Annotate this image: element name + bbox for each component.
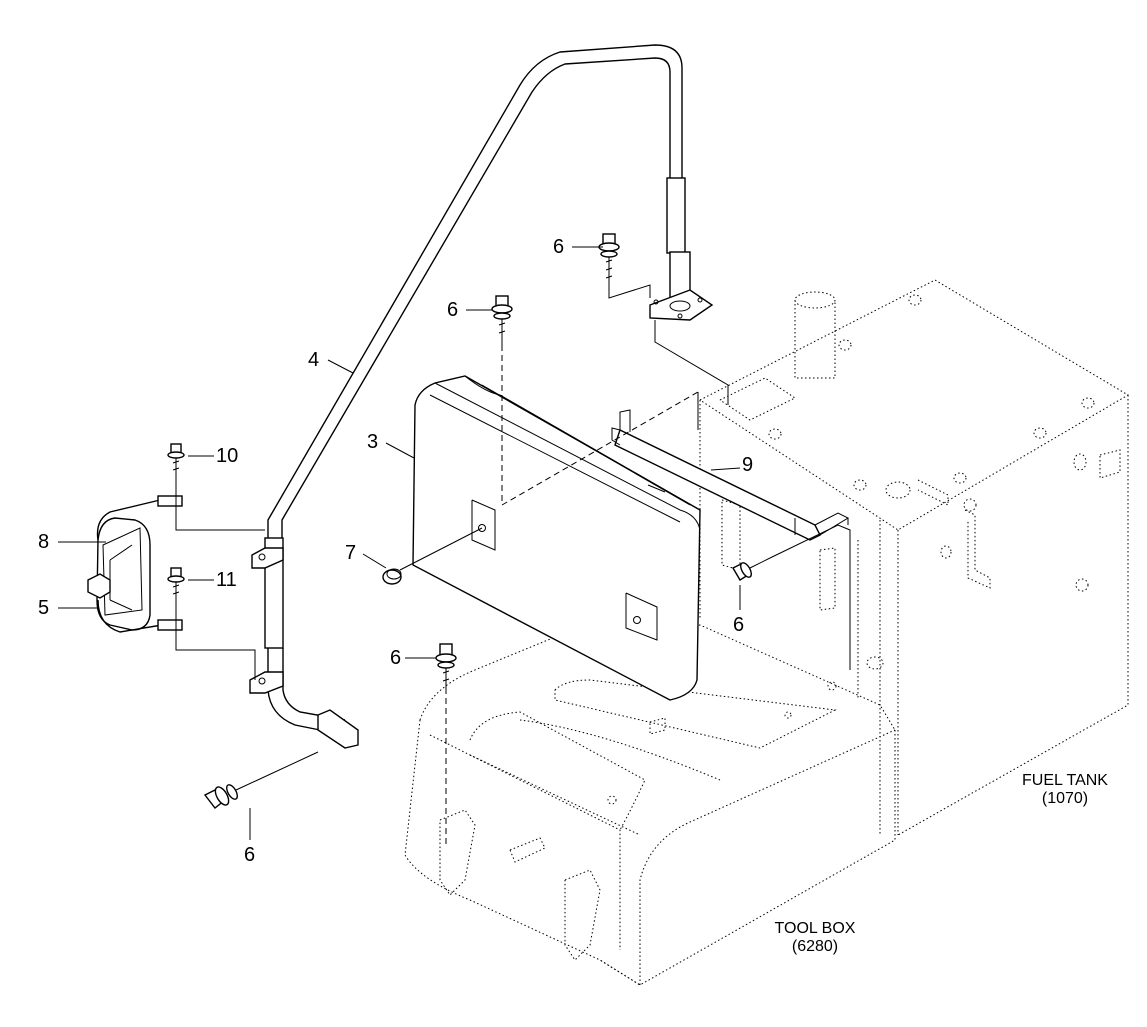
tool-box-name: TOOL BOX xyxy=(774,920,856,937)
callout-3-cover: 3 xyxy=(367,431,379,453)
fuel-tank-code: (1070) xyxy=(1041,790,1089,808)
bolt-lower-middle xyxy=(435,643,457,688)
callout-6-top-right-bolt: 6 xyxy=(553,236,565,258)
fuel-tank-name: FUEL TANK xyxy=(1022,772,1108,789)
assembly-lines xyxy=(175,284,851,845)
mounting-bracket xyxy=(611,409,850,541)
bolt-bottom-left xyxy=(203,777,263,809)
callout-11-bolt: 11 xyxy=(216,569,237,591)
tool-box-outline xyxy=(404,624,896,986)
tool-box-code: (6280) xyxy=(791,938,839,956)
mirror-assembly xyxy=(87,495,183,633)
fuel-tank-outline xyxy=(699,279,1129,836)
leader-lines xyxy=(58,246,741,840)
bolt-11 xyxy=(167,567,185,600)
plug-cap xyxy=(382,568,402,585)
tool-box-reference: TOOL BOX (6280) xyxy=(750,920,880,957)
callout-6-lower-bolt: 6 xyxy=(390,647,402,669)
bolt-10 xyxy=(167,443,185,480)
handrail xyxy=(249,44,714,749)
callout-6-right-bolt: 6 xyxy=(733,614,745,636)
callout-7-plug: 7 xyxy=(345,542,357,564)
callout-5-mirror-stay: 5 xyxy=(38,597,50,619)
side-cover-panel xyxy=(412,375,701,701)
callout-4-handrail: 4 xyxy=(308,349,320,371)
fuel-tank-reference: FUEL TANK (1070) xyxy=(990,772,1140,809)
callout-6-bottom-bolt: 6 xyxy=(244,844,256,866)
bolt-top-right xyxy=(598,233,620,290)
callout-6-top-middle-bolt: 6 xyxy=(447,299,459,321)
callout-10-bolt: 10 xyxy=(216,445,239,467)
bolt-top-middle xyxy=(491,295,513,345)
callout-8-mirror: 8 xyxy=(38,531,50,553)
bolt-right xyxy=(732,557,771,581)
callout-9-bracket: 9 xyxy=(742,454,754,476)
